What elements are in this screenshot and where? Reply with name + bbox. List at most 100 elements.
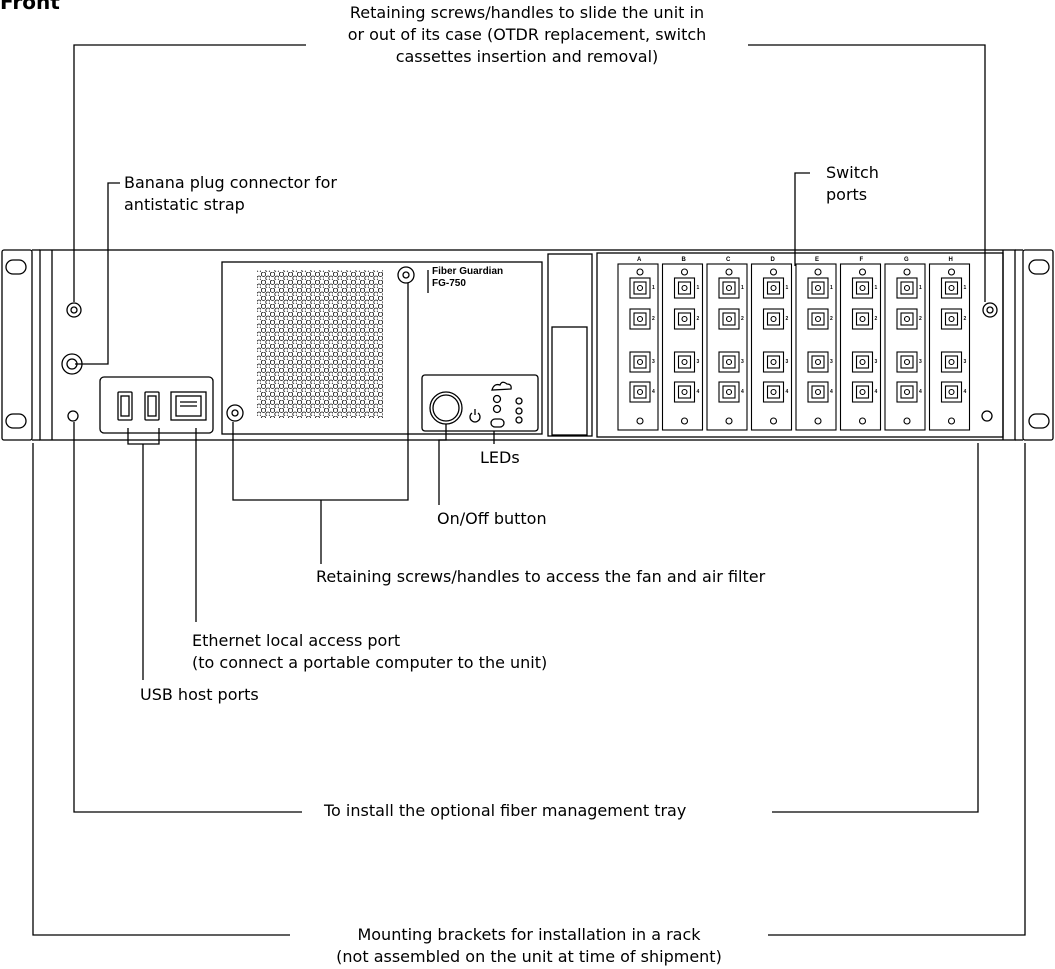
port-number: 1 [830, 285, 833, 291]
cassette-column-label: F [859, 257, 864, 263]
usb-port-2 [144, 391, 160, 421]
port-number: 3 [963, 359, 967, 365]
cassette-d [750, 263, 793, 431]
switch-port-h-3 [940, 351, 963, 373]
port-number: 3 [696, 359, 700, 365]
switch-port-f-1 [851, 277, 874, 299]
switch-port-b-2 [673, 308, 696, 330]
switch-port-f-2 [851, 308, 874, 330]
right-mounting-bracket [1015, 249, 1054, 441]
switch-port-f-3 [851, 351, 874, 373]
port-number: 3 [919, 359, 922, 365]
port-number: 1 [652, 285, 655, 291]
callout-switch-ports: Switch ports [826, 163, 879, 204]
brand-label: Fiber Guardian FG-750 [432, 266, 503, 290]
tray-mount-hole-right [981, 410, 993, 422]
port-number: 1 [785, 285, 789, 291]
switch-port-c-4 [718, 381, 740, 403]
switch-port-g-2 [896, 308, 918, 330]
port-number: 4 [741, 389, 744, 395]
usb-port-1 [117, 391, 133, 421]
port-number: 4 [963, 389, 967, 395]
port-number: 3 [874, 359, 878, 365]
port-number: 2 [874, 316, 878, 322]
port-number: 4 [785, 389, 789, 395]
switch-port-h-1 [940, 277, 963, 299]
brand-name: Fiber Guardian [432, 266, 504, 277]
cassette-f [839, 263, 882, 431]
port-number: 2 [696, 316, 700, 322]
callout-brackets: Mounting brackets for installation in a … [336, 925, 722, 966]
port-number: 2 [830, 316, 833, 322]
switch-port-b-3 [673, 351, 696, 373]
status-leds [490, 381, 523, 428]
port-number: 1 [874, 285, 878, 291]
switch-port-e-1 [807, 277, 829, 299]
on-off-button [429, 391, 463, 425]
cassette-column-label: D [770, 257, 775, 263]
model-name: FG-750 [432, 278, 466, 289]
cassette-column-label: E [815, 257, 820, 263]
callout-on-off: On/Off button [437, 509, 547, 528]
cassette-h [928, 263, 971, 431]
switch-port-d-4 [762, 381, 785, 403]
leader-retaining-case [73, 44, 306, 302]
left-handle-screw [66, 302, 82, 318]
leader-brackets-right [768, 443, 1026, 936]
port-number: 4 [696, 389, 700, 395]
callout-fan-filter: Retaining screws/handles to access the f… [316, 567, 766, 586]
port-number: 3 [785, 359, 789, 365]
switch-port-c-3 [718, 351, 740, 373]
cassette-column-label: G [904, 257, 909, 263]
switch-port-e-2 [807, 308, 829, 330]
port-number: 2 [963, 316, 967, 322]
leader-on-off [438, 424, 447, 505]
port-number: 2 [741, 316, 744, 322]
cassette-column-label: H [948, 257, 953, 263]
port-number: 2 [785, 316, 789, 322]
port-number: 1 [696, 285, 700, 291]
port-number: 3 [830, 359, 833, 365]
switch-port-b-1 [673, 277, 696, 299]
switch-port-e-4 [807, 381, 829, 403]
cassette-g [884, 263, 926, 431]
switch-port-c-2 [718, 308, 740, 330]
switch-port-g-3 [896, 351, 918, 373]
leader-tray-left [73, 422, 302, 813]
port-number: 3 [652, 359, 655, 365]
switch-port-cassettes [617, 263, 971, 431]
switch-port-c-1 [718, 277, 740, 299]
callout-ethernet: Ethernet local access port (to connect a… [192, 631, 548, 672]
switch-port-h-2 [940, 308, 963, 330]
leader-usb-bracket [127, 428, 160, 445]
switch-port-a-4 [629, 381, 651, 403]
cassette-a [617, 263, 659, 431]
leader-switch-ports [794, 172, 810, 266]
port-number: 1 [963, 285, 967, 291]
section-title: Front [0, 0, 60, 14]
port-number: 2 [919, 316, 922, 322]
leader-tray-right [772, 443, 979, 813]
switch-port-d-2 [762, 308, 785, 330]
left-mounting-bracket [1, 249, 40, 441]
callout-leds: LEDs [480, 448, 520, 467]
port-number: 4 [830, 389, 833, 395]
port-number: 4 [874, 389, 878, 395]
power-symbol [469, 409, 481, 423]
callout-tray: To install the optional fiber management… [324, 801, 687, 820]
port-number: 1 [919, 285, 922, 291]
cassette-b [661, 263, 704, 431]
ethernet-port [170, 391, 207, 421]
port-number: 1 [741, 285, 744, 291]
callout-usb: USB host ports [140, 685, 259, 704]
fan-cover [221, 261, 543, 435]
fan-screw-top-right [397, 266, 415, 284]
right-handle-screw [982, 302, 998, 318]
callout-banana-plug: Banana plug connector for antistatic str… [124, 173, 337, 214]
tray-mount-hole-left [67, 410, 79, 422]
cassette-c [706, 263, 748, 431]
callout-retaining-case: Retaining screws/handles to slide the un… [347, 3, 707, 66]
switch-port-f-4 [851, 381, 874, 403]
switch-port-h-4 [940, 381, 963, 403]
